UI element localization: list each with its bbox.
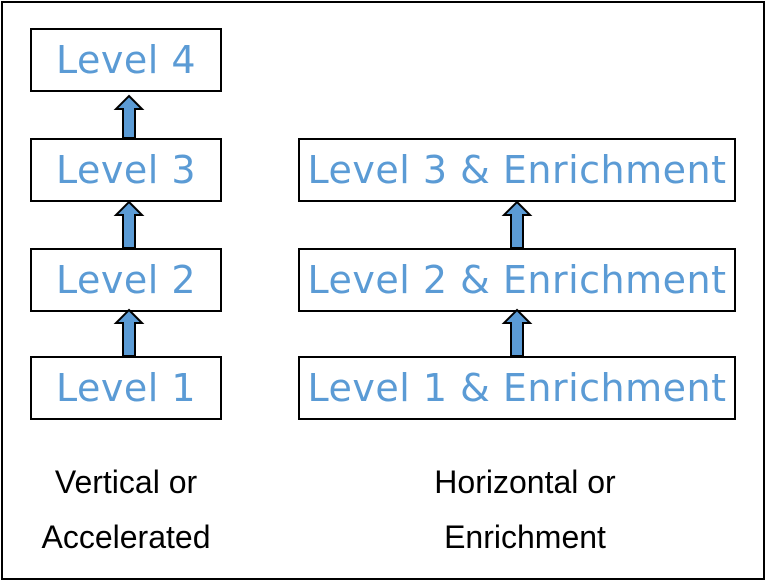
level-4-box: Level 4 [30,28,222,92]
level-1-box: Level 1 [30,356,222,420]
up-arrow-icon [501,308,533,357]
level-2-box: Level 2 [30,248,222,312]
level-3-enrichment-box: Level 3 & Enrichment [298,138,736,202]
left-caption: Vertical or Accelerated [14,455,238,565]
level-2-enrichment-box: Level 2 & Enrichment [298,248,736,312]
left-caption-line1: Vertical or [54,464,198,500]
up-arrow-icon [113,200,145,249]
level-1-enrichment-box: Level 1 & Enrichment [298,356,736,420]
level-3-box: Level 3 [30,138,222,202]
right-caption-line1: Horizontal or [434,464,616,500]
up-arrow-icon [113,94,145,139]
right-caption: Horizontal or Enrichment [380,455,670,565]
right-caption-line2: Enrichment [444,519,606,555]
up-arrow-icon [501,200,533,249]
left-caption-line2: Accelerated [41,519,211,555]
up-arrow-icon [113,308,145,357]
